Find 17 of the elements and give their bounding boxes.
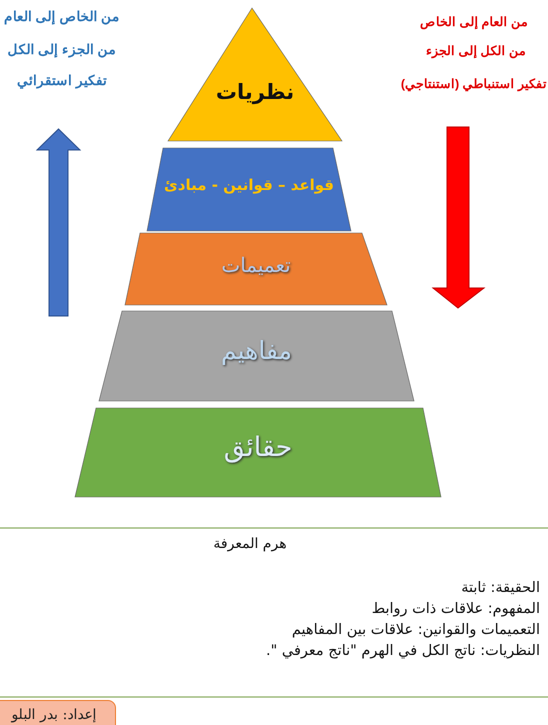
caption: هرم المعرفة <box>213 536 287 552</box>
definition-text: النظريات: ناتج الكل في الهرم "ناتج معرفي ". <box>266 643 540 659</box>
direction-note: من الخاص إلى العام <box>4 8 120 24</box>
level-label: إعداد: بدر البلو <box>12 707 96 724</box>
direction-note: من الجزء إلى الكل <box>7 41 117 57</box>
level-label: مفاهيم <box>220 336 292 366</box>
level-label: نظريات <box>216 80 294 106</box>
level-label: تعميمات <box>221 253 291 277</box>
definition-text: المفهوم: علاقات ذات روابط <box>372 601 540 617</box>
definition-text: الحقيقة: ثابتة <box>461 580 540 596</box>
direction-note: تفكير استنباطي (استنتاجي) <box>400 76 548 91</box>
level-label: قواعد – قوانين - مبادئ <box>164 176 334 194</box>
direction-note: من العام إلى الخاص <box>420 14 528 29</box>
direction-note: تفكير استقرائي <box>17 72 107 88</box>
level-label: حقائق <box>224 432 292 464</box>
definition-text: التعميمات والقوانين: علاقات بين المفاهيم <box>292 622 540 638</box>
direction-note: من الكل إلى الجزء <box>426 43 526 58</box>
